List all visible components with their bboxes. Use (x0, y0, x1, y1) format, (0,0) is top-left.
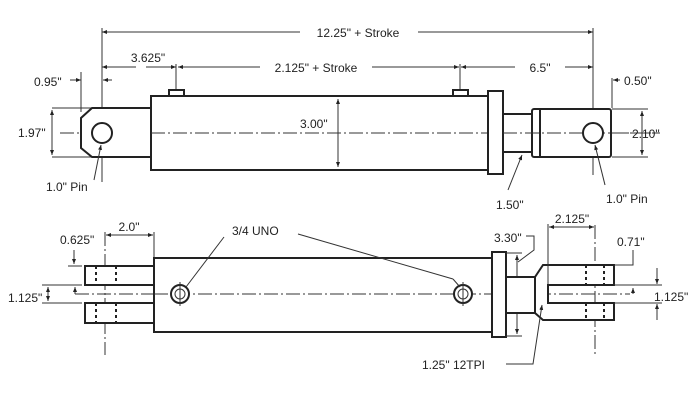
clevis-depth-label: 2.0" (119, 220, 140, 234)
right-pin-hole (582, 122, 604, 144)
rod-end-port-label: 6.5" (530, 61, 551, 75)
right-pin-label: 1.0" Pin (606, 192, 648, 206)
gland-flange (491, 251, 507, 338)
left-pin-label: 1.0" Pin (46, 180, 88, 194)
flange-label: 3.30" (494, 231, 522, 245)
port-offset-label: 3.625" (131, 51, 165, 65)
rod-dia-label: 1.50" (496, 198, 524, 212)
rod (505, 276, 536, 314)
barrel (153, 257, 493, 333)
fork-thickness-label: 0.625" (60, 233, 94, 247)
rod-end-tip-label: 0.50" (624, 74, 652, 88)
rod-end-height-label: 2.10" (632, 127, 660, 141)
slot-right-label: 1.125" (654, 290, 688, 304)
clevis-tip-label: 0.95" (34, 75, 62, 89)
top-view: 12.25" + Stroke 3.625" 2.125" + Stroke 6… (18, 26, 660, 212)
left-pin-hole (91, 122, 113, 144)
rod-clevis-depth-label: 2.125" (555, 212, 589, 226)
overall-length-label: 12.25" + Stroke (317, 26, 400, 40)
port-icon (170, 282, 190, 306)
rod-clevis-tip-label: 0.71" (617, 235, 645, 249)
rod-clevis (534, 264, 615, 321)
left-clevis (80, 107, 150, 158)
port-type-label: 3/4 UNO (232, 224, 279, 238)
port-spacing-label: 2.125" + Stroke (275, 61, 358, 75)
clevis-height-label: 1.97" (18, 126, 46, 140)
bottom-view: 2.0" 0.625" 1.125" 3/4 UNO 3.30" (8, 212, 688, 372)
gland-flange (487, 90, 504, 175)
port-icon (453, 282, 473, 306)
slot-left-label: 1.125" (8, 291, 42, 305)
thread-label: 1.25" 12TPI (422, 358, 485, 372)
bore-label: 3.00" (300, 117, 328, 131)
